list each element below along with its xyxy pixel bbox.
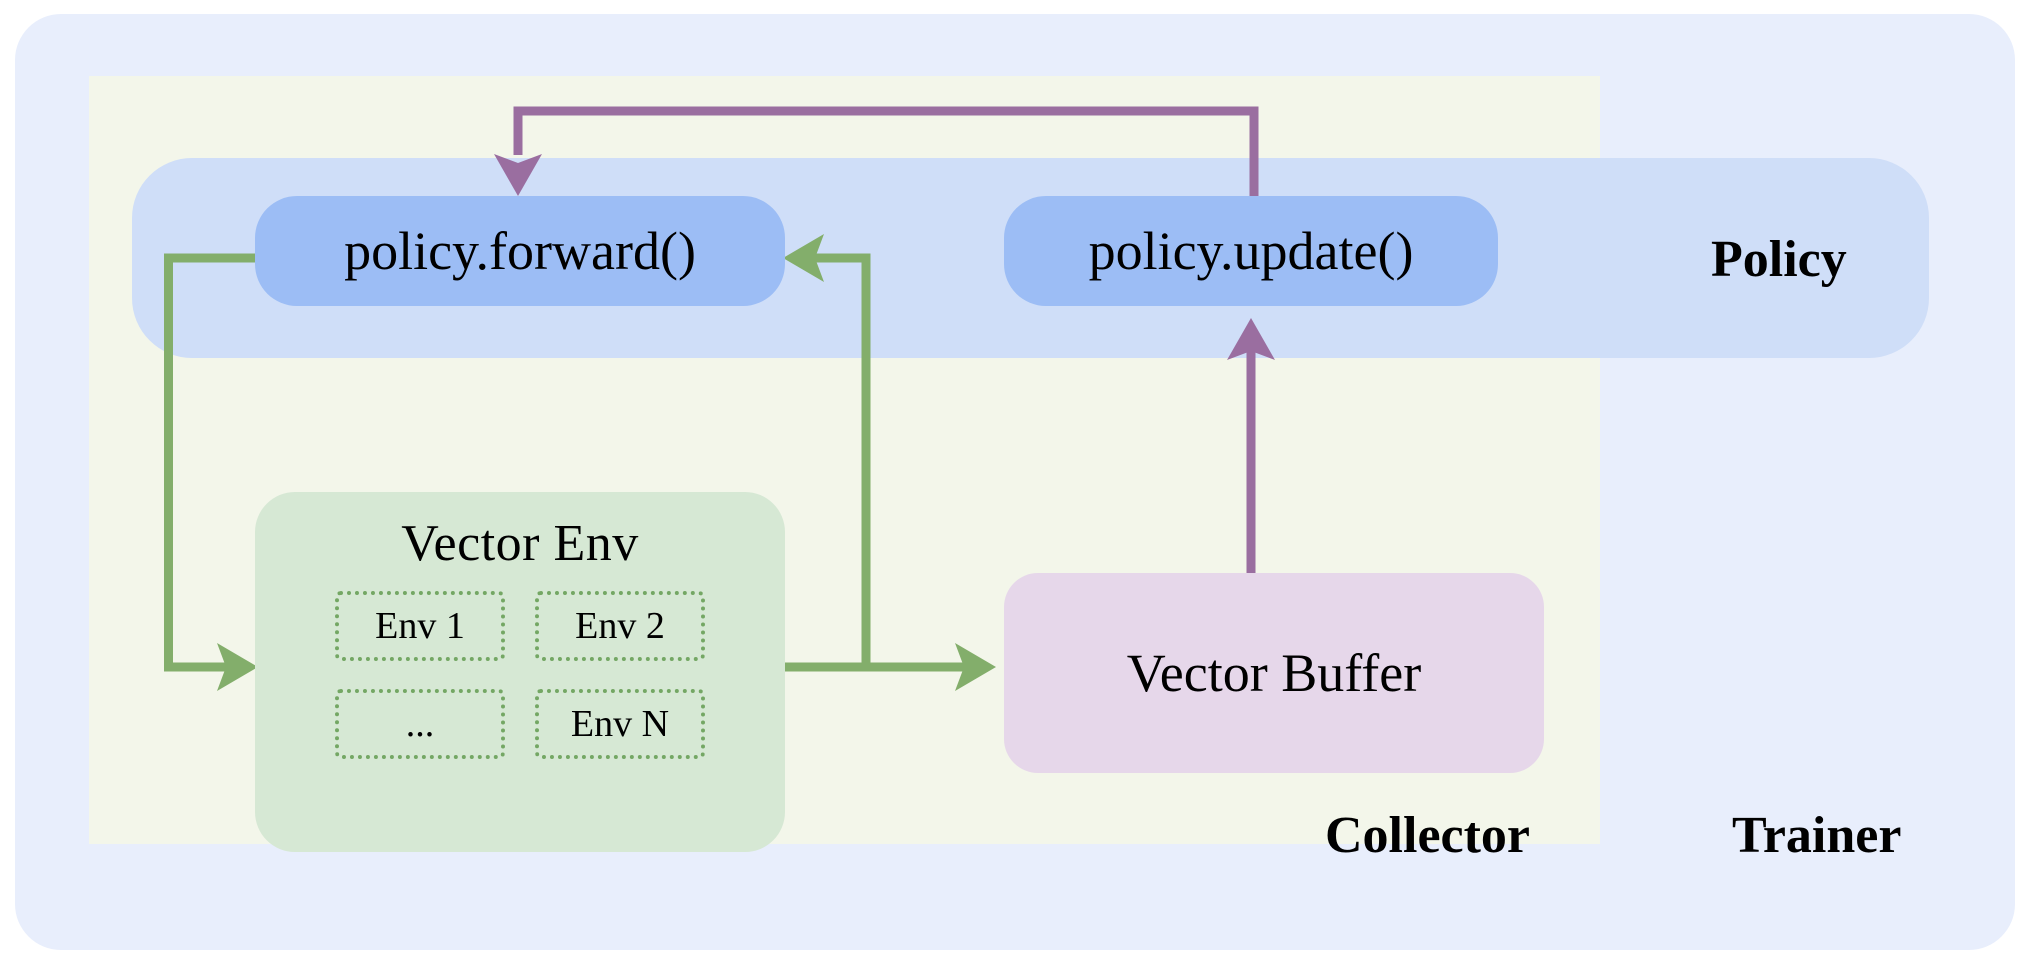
env-cell-ellipsis-label: ...: [405, 703, 435, 745]
vector-buffer-node[interactable]: Vector Buffer: [1004, 573, 1544, 773]
policy-panel-label: Policy: [1711, 231, 1847, 288]
env-cell-n[interactable]: Env N: [535, 689, 705, 759]
vector-env-node[interactable]: Vector Env Env 1 Env 2 ... Env N: [255, 492, 785, 852]
env-grid: Env 1 Env 2 ... Env N: [335, 591, 705, 759]
env-cell-1[interactable]: Env 1: [335, 591, 505, 661]
policy-forward-label: policy.forward(): [344, 221, 696, 281]
env-cell-n-label: Env N: [570, 703, 670, 745]
collector-panel-label: Collector: [1325, 807, 1531, 864]
env-cell-2-label: Env 2: [575, 605, 665, 647]
policy-update-label: policy.update(): [1088, 221, 1414, 281]
policy-forward-node[interactable]: policy.forward(): [255, 196, 785, 306]
env-cell-1-label: Env 1: [375, 605, 465, 647]
vector-env-title: Vector Env: [401, 515, 639, 572]
policy-update-node[interactable]: policy.update(): [1004, 196, 1498, 306]
vector-buffer-label: Vector Buffer: [1126, 643, 1422, 703]
env-cell-ellipsis[interactable]: ...: [335, 689, 505, 759]
trainer-panel-label: Trainer: [1732, 807, 1902, 864]
env-cell-2[interactable]: Env 2: [535, 591, 705, 661]
